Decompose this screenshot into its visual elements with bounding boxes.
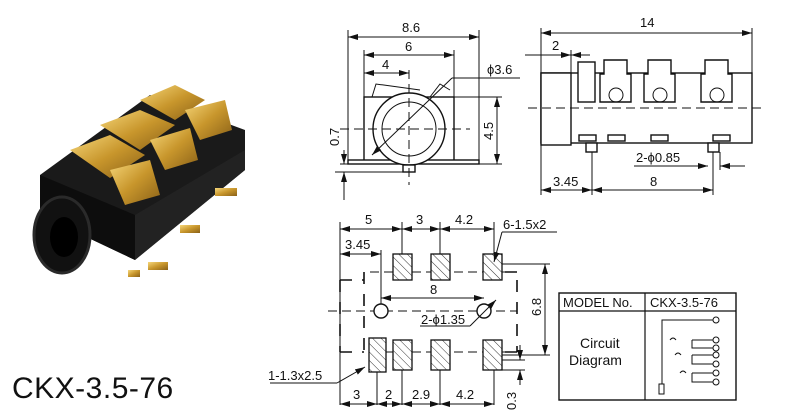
dim-post-offset: 3.45 [553, 174, 578, 189]
dim-nose: 2 [552, 38, 559, 53]
circuit-label-2: Diagram [569, 352, 622, 368]
dim-pitch-1: 5 [365, 212, 372, 227]
model-value: CKX-3.5-76 [650, 295, 718, 310]
pcb-footprint: 5 3 4.2 6-1.5x2 3.45 8 2-ϕ1.35 6.8 1-1.3… [268, 212, 557, 410]
dim-bottom-1: 3 [353, 387, 360, 402]
dim-bottom-4: 4.2 [456, 387, 474, 402]
dim-hole-diameter: ϕ3.6 [487, 62, 512, 77]
model-table: MODEL No. CKX-3.5-76 Circuit Diagram [558, 292, 737, 401]
model-label: MODEL No. [563, 295, 633, 310]
dim-foot: 0.7 [327, 128, 342, 146]
dim-holes: 2-ϕ1.35 [421, 312, 465, 327]
dim-front-height: 4.5 [481, 122, 496, 140]
dim-pitch-3: 4.2 [455, 212, 473, 227]
dim-front-center: 4 [382, 57, 389, 72]
front-view: 8.6 6 4 ϕ3.6 4.5 0.7 [327, 20, 520, 200]
dim-edge: 0.3 [504, 392, 519, 410]
dim-post-spacing: 8 [650, 174, 657, 189]
dim-bottom-3: 2.9 [412, 387, 430, 402]
dim-pitch-2: 3 [416, 212, 423, 227]
circuit-label-1: Circuit [580, 335, 620, 351]
dim-pad-size-special: 1-1.3x2.5 [268, 368, 322, 383]
product-title: CKX-3.5-76 [12, 372, 174, 405]
dim-hole-spacing: 8 [430, 282, 437, 297]
dim-bottom-2: 2 [385, 387, 392, 402]
dim-pad-size-top: 6-1.5x2 [503, 217, 546, 232]
dim-posts: 2-ϕ0.85 [636, 150, 680, 165]
gold-contacts [70, 85, 237, 277]
circuit-diagram [658, 316, 720, 395]
dim-front-width: 8.6 [402, 20, 420, 35]
dim-front-body: 6 [405, 39, 412, 54]
dim-row-spacing: 6.8 [529, 298, 544, 316]
product-photo [32, 85, 245, 277]
side-view: 14 2 3.45 2-ϕ0.85 8 [525, 15, 765, 195]
dim-hole-offset: 3.45 [345, 237, 370, 252]
dim-length: 14 [640, 15, 654, 30]
